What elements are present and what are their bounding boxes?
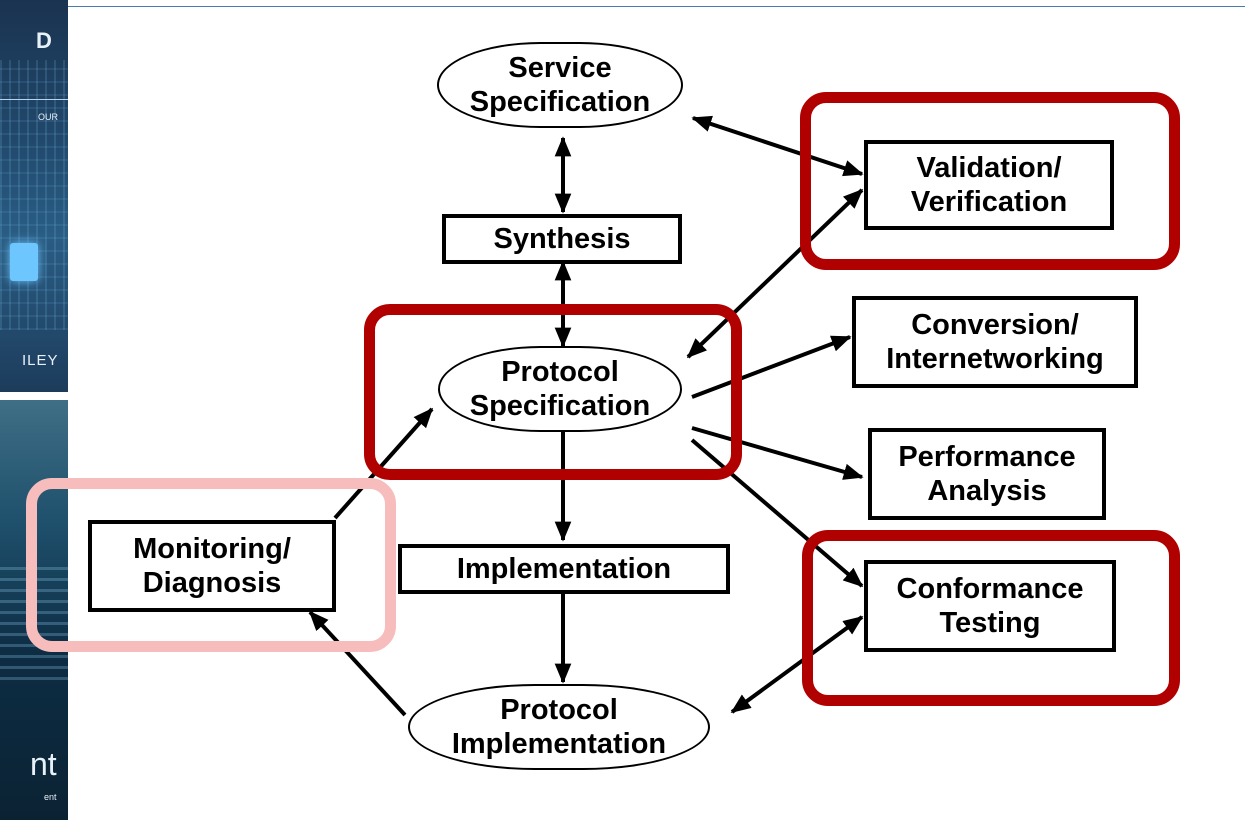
- highlight-protocol-specification: [364, 304, 742, 480]
- node-monitoring-diagnosis: Monitoring/ Diagnosis: [88, 520, 336, 612]
- cover-rule: [0, 99, 68, 100]
- node-performance-analysis: Performance Analysis: [868, 428, 1106, 520]
- node-conversion-internetworking: Conversion/ Internetworking: [852, 296, 1138, 388]
- node-label: Protocol Specification: [469, 355, 651, 422]
- edge-protocol-conversion: [691, 335, 852, 399]
- edge-service-validation: [691, 115, 864, 177]
- edge-protocol-performance: [691, 426, 864, 480]
- highlight-conformance: [802, 530, 1180, 706]
- book-cover-top: D OUR ILEY: [0, 0, 68, 392]
- node-validation-verification: Validation/ Verification: [864, 140, 1114, 230]
- node-implementation: Implementation: [398, 544, 730, 594]
- circuit-pattern: [0, 60, 68, 330]
- node-protocol-implementation: Protocol Implementation: [408, 684, 710, 770]
- node-label: Implementation: [456, 552, 672, 585]
- top-rule: [68, 6, 1245, 7]
- cover-caption-fragment: OUR: [38, 112, 58, 122]
- node-label: Protocol Implementation: [451, 693, 667, 760]
- node-label: Validation/ Verification: [910, 151, 1068, 218]
- cover-publisher-fragment: ILEY: [22, 352, 59, 369]
- node-conformance-testing: Conformance Testing: [864, 560, 1116, 652]
- node-label: Service Specification: [469, 51, 651, 118]
- cover-subtitle-fragment: ent: [44, 792, 57, 802]
- node-service-specification: Service Specification: [437, 42, 683, 128]
- node-label: Monitoring/ Diagnosis: [133, 532, 291, 599]
- cover-title-fragment-2: nt: [30, 746, 57, 782]
- cover-title-fragment: D: [36, 28, 52, 53]
- node-label: Synthesis: [493, 222, 631, 255]
- node-label: Conformance Testing: [896, 572, 1084, 639]
- edge-protocolimpl-monitoring: [308, 610, 407, 717]
- node-label: Performance Analysis: [898, 440, 1076, 507]
- highlight-monitoring: [26, 478, 396, 652]
- node-label: Conversion/ Internetworking: [886, 308, 1104, 375]
- node-protocol-specification: Protocol Specification: [438, 346, 682, 432]
- node-synthesis: Synthesis: [442, 214, 682, 264]
- highlight-validation: [800, 92, 1180, 270]
- chip-graphic: [10, 243, 38, 281]
- edge-protocolimpl-conformance: [730, 615, 864, 714]
